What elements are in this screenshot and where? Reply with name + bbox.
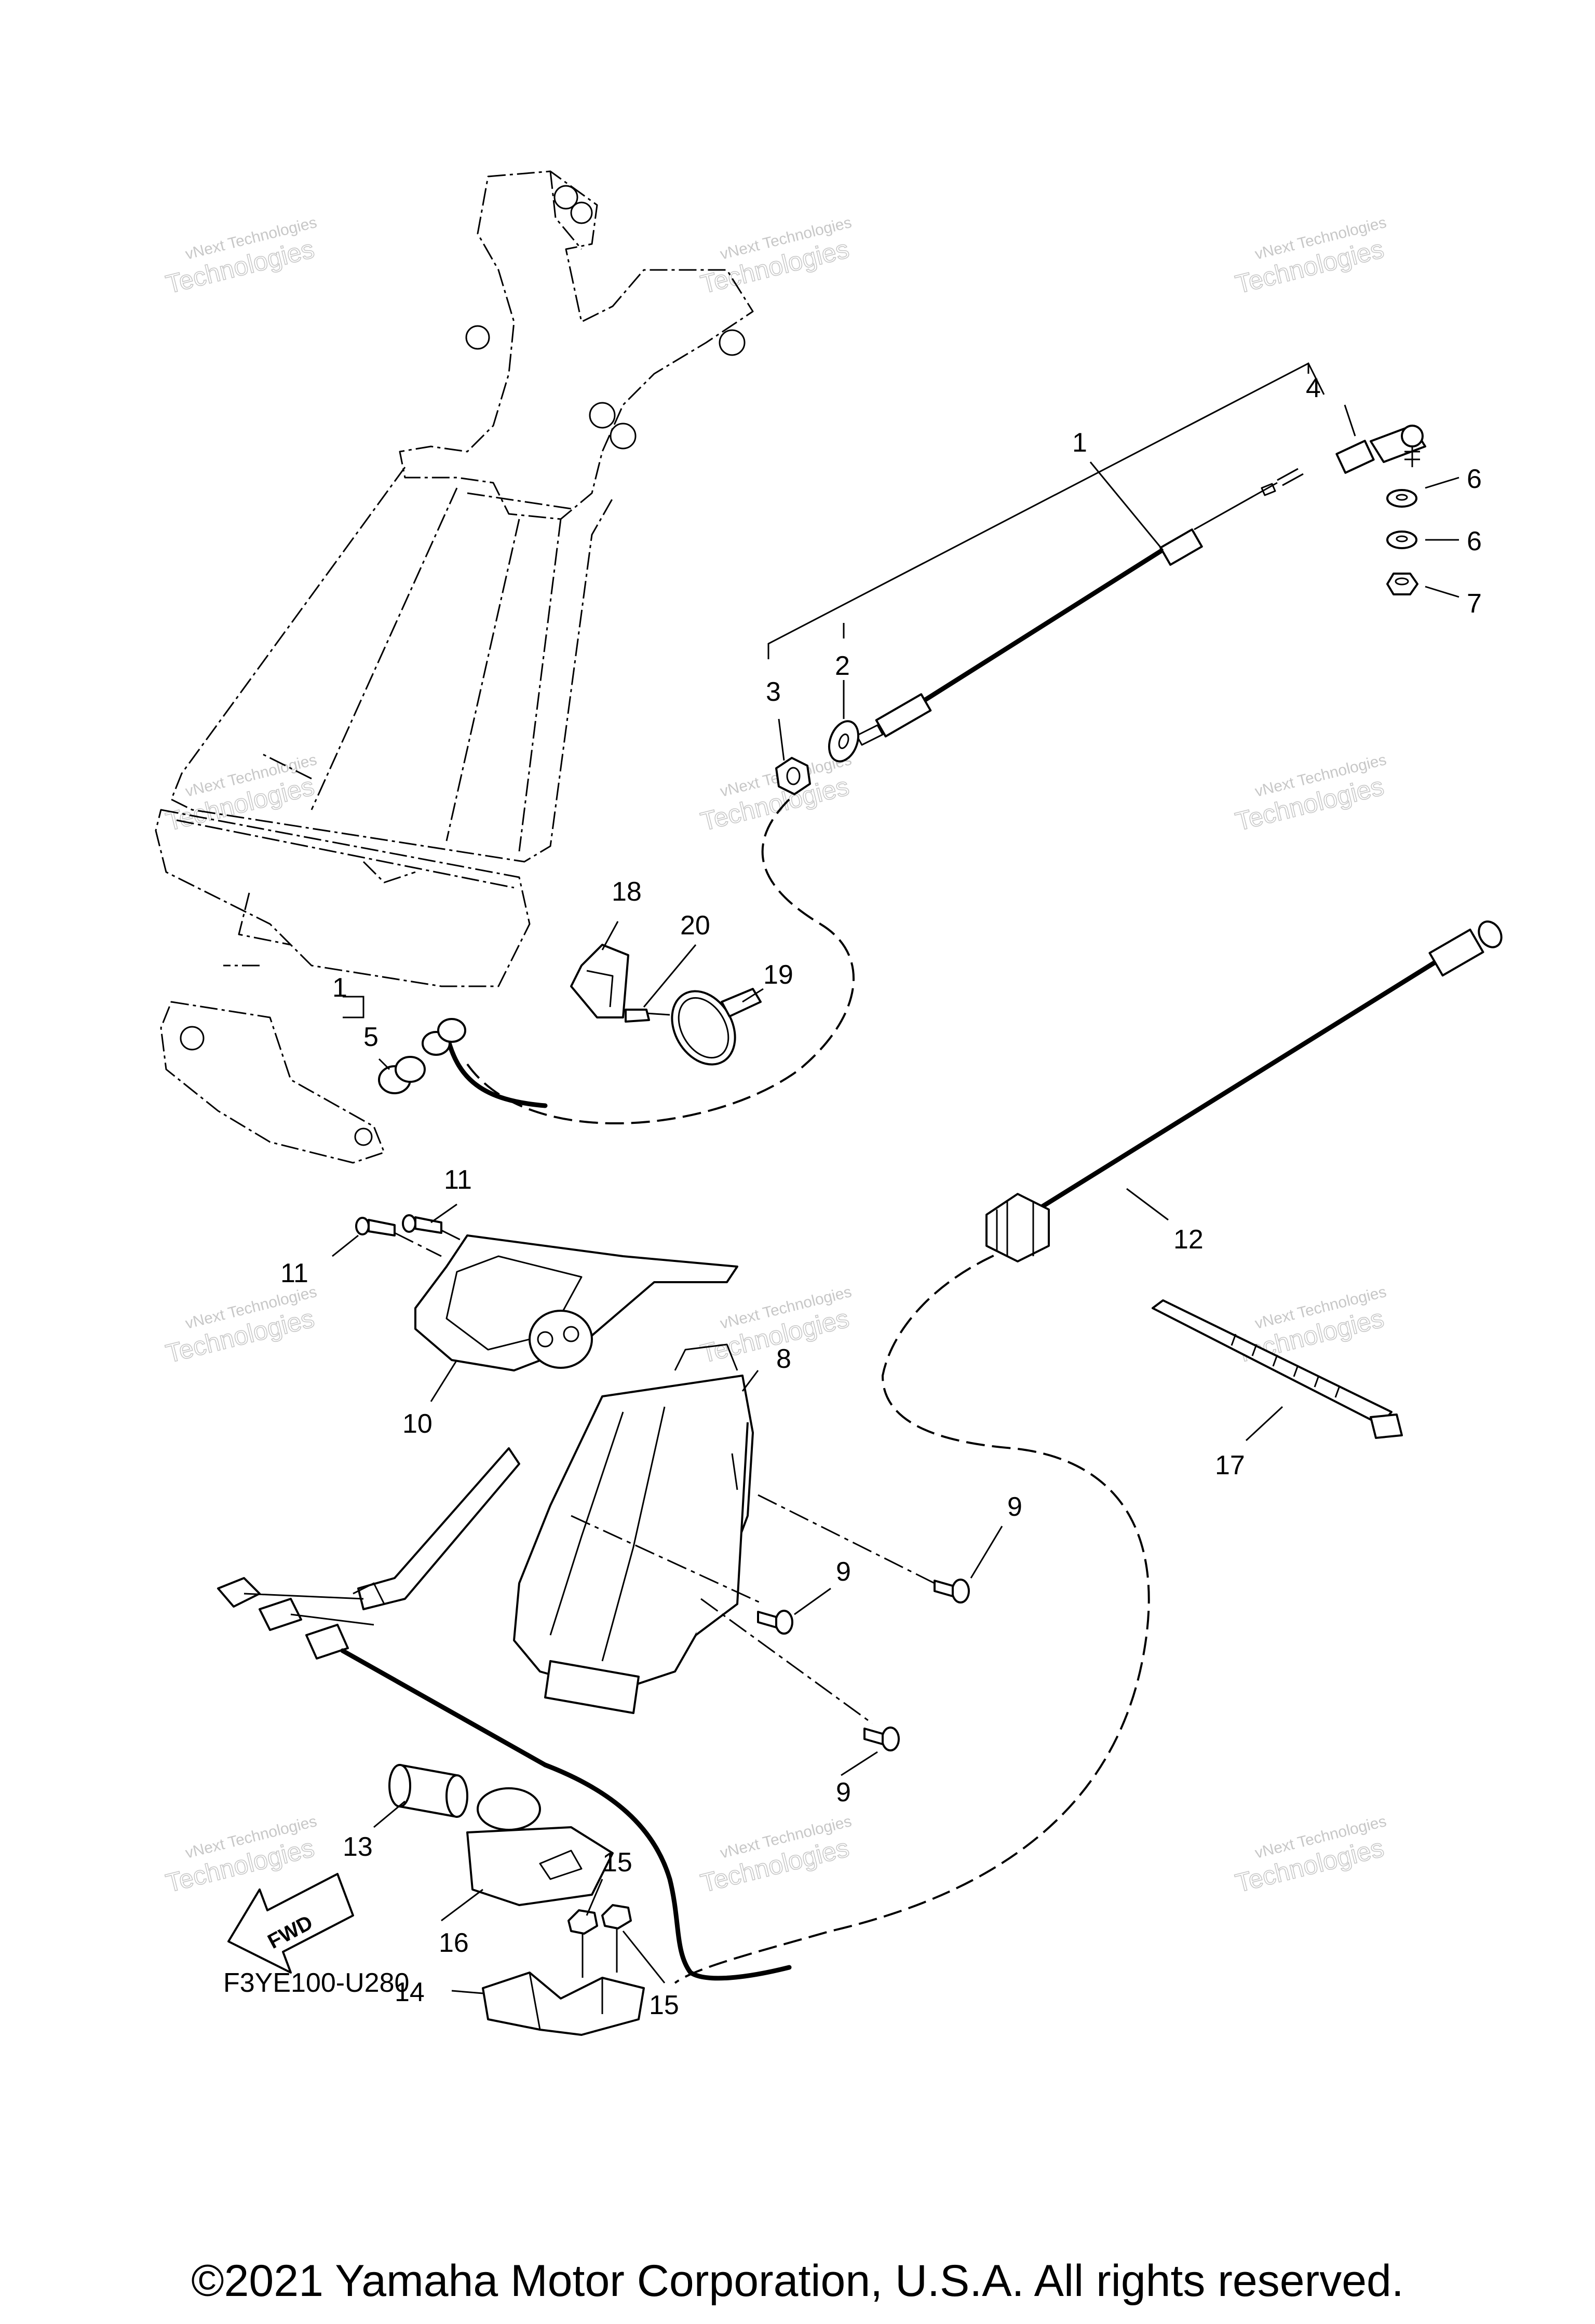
watermark: vNext Technologies Technologies bbox=[163, 1283, 318, 1369]
callout-5: 5 bbox=[363, 1022, 379, 1052]
cable-route bbox=[466, 798, 855, 1124]
leader-lines bbox=[332, 362, 1459, 1994]
clip bbox=[570, 944, 629, 1018]
callout-20: 20 bbox=[680, 910, 710, 941]
watermark: vNext Technologies Technologies bbox=[697, 751, 853, 837]
callout-8: 8 bbox=[776, 1344, 791, 1374]
cable-joint-4 bbox=[1335, 425, 1426, 474]
callout-6: 6 bbox=[1467, 526, 1482, 556]
bolt bbox=[934, 1579, 970, 1603]
watermark: vNext Technologies Technologies bbox=[163, 751, 318, 837]
pin bbox=[625, 1009, 670, 1023]
bolt bbox=[863, 1727, 900, 1751]
callout-18: 18 bbox=[612, 877, 642, 907]
callout-9: 9 bbox=[1007, 1492, 1022, 1522]
holder bbox=[466, 1787, 614, 1906]
mount-bracket bbox=[482, 1972, 645, 2036]
diagram-code: F3YE100-U280 bbox=[223, 1968, 410, 1998]
watermark: vNext Technologies Technologies bbox=[163, 214, 318, 300]
grommet-end bbox=[422, 1018, 466, 1056]
screw bbox=[355, 1217, 396, 1236]
axis-line bbox=[700, 1598, 873, 1724]
callout-4: 4 bbox=[1306, 373, 1321, 403]
callout-10: 10 bbox=[402, 1409, 432, 1439]
callout-3: 3 bbox=[766, 677, 781, 707]
callout-7: 7 bbox=[1467, 589, 1482, 619]
callout-9: 9 bbox=[836, 1777, 851, 1807]
throttle-cable bbox=[985, 920, 1503, 1262]
washer bbox=[1386, 489, 1417, 508]
cable-lower bbox=[444, 1030, 548, 1108]
screw bbox=[402, 1214, 442, 1234]
callout-6: 6 bbox=[1467, 464, 1482, 494]
callouts: 1 1 2 3 4 5 6 6 7 8 9 9 9 10 11 11 12 13… bbox=[280, 373, 1482, 2020]
callout-17: 17 bbox=[1215, 1450, 1245, 1480]
watermark: vNext Technologies Technologies bbox=[1232, 751, 1388, 837]
watermark: vNext Technologies Technologies bbox=[697, 214, 853, 300]
flange-bolt bbox=[601, 1904, 632, 1973]
collar bbox=[388, 1764, 468, 1818]
callout-15: 15 bbox=[649, 1990, 679, 2020]
callout-16: 16 bbox=[439, 1928, 469, 1958]
washer bbox=[828, 720, 860, 763]
callout-2: 2 bbox=[835, 651, 850, 681]
callout-15: 15 bbox=[602, 1847, 632, 1878]
shift-link bbox=[217, 1577, 792, 1981]
watermark: vNext Technologies Technologies bbox=[1232, 214, 1388, 300]
callout-11: 11 bbox=[444, 1165, 472, 1195]
callout-9: 9 bbox=[836, 1557, 851, 1587]
cover bbox=[414, 1234, 738, 1371]
nut bbox=[1386, 573, 1418, 595]
callout-13: 13 bbox=[343, 1832, 373, 1862]
shift-cable bbox=[856, 468, 1304, 746]
bracket-phantom bbox=[155, 170, 754, 1164]
flange-bolt bbox=[567, 1909, 598, 1978]
band bbox=[671, 988, 762, 1066]
axis-line bbox=[394, 1232, 442, 1257]
callout-14: 14 bbox=[395, 1977, 425, 2007]
cable-route bbox=[674, 1245, 1150, 1984]
bolt bbox=[757, 1610, 793, 1635]
washer bbox=[1386, 531, 1417, 549]
remote-control-bracket bbox=[357, 1343, 754, 1714]
callout-1: 1 bbox=[1072, 428, 1087, 458]
cable-tie bbox=[1152, 1299, 1403, 1439]
grommet bbox=[378, 1056, 426, 1094]
fwd-arrow-icon: FWD bbox=[227, 1873, 354, 1974]
callout-12: 12 bbox=[1173, 1225, 1204, 1255]
watermark: vNext Technologies Technologies bbox=[1232, 1813, 1388, 1898]
callout-1: 1 bbox=[332, 973, 347, 1003]
copyright-notice: ©2021 Yamaha Motor Corporation, U.S.A. A… bbox=[191, 2256, 1404, 2306]
callout-11: 11 bbox=[280, 1258, 308, 1288]
watermark: vNext Technologies Technologies bbox=[163, 1813, 318, 1898]
nut bbox=[775, 757, 811, 795]
axis-line bbox=[758, 1494, 945, 1589]
callout-19: 19 bbox=[763, 960, 793, 990]
watermark: vNext Technologies Technologies bbox=[697, 1813, 853, 1898]
